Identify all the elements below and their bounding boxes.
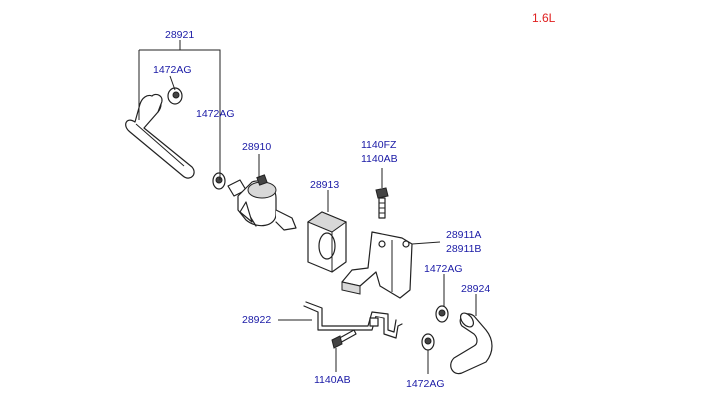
callout-28911a: 28911A <box>446 229 481 241</box>
callout-28910: 28910 <box>242 141 271 153</box>
bracket-28911-part <box>341 231 413 299</box>
hose-28924-part <box>450 312 493 375</box>
callout-28913: 28913 <box>310 179 339 191</box>
leader-28921 <box>138 40 221 180</box>
callout-1472ag-top-b: 1472AG <box>196 108 235 120</box>
engine-variant-label: 1.6L <box>532 11 556 25</box>
clamp-top-b-part <box>212 172 226 190</box>
clamp-bottom-part <box>421 333 435 351</box>
bolt-bottom-part <box>331 329 357 349</box>
callout-1140fz: 1140FZ <box>361 139 397 151</box>
callout-1140ab-top: 1140AB <box>361 153 398 165</box>
pipe-28922-part <box>303 301 403 339</box>
callout-1140ab-bottom: 1140AB <box>314 374 351 386</box>
callout-1472ag-top-a: 1472AG <box>153 64 192 76</box>
callout-28911b: 28911B <box>446 243 481 255</box>
purge-valve-28910-part <box>227 174 297 231</box>
leader-28911 <box>411 241 441 245</box>
callout-1472ag-bottom: 1472AG <box>406 378 445 390</box>
callout-28922: 28922 <box>242 314 271 326</box>
callout-28924: 28924 <box>461 283 490 295</box>
hose-28921-part <box>125 93 195 179</box>
clamp-right-part <box>435 305 449 323</box>
bolt-top-part <box>375 187 389 219</box>
callout-28921: 28921 <box>165 29 194 41</box>
callout-1472ag-right: 1472AG <box>424 263 463 275</box>
rubber-mount-28913-part <box>306 211 348 273</box>
clamp-top-a-part <box>167 87 183 105</box>
